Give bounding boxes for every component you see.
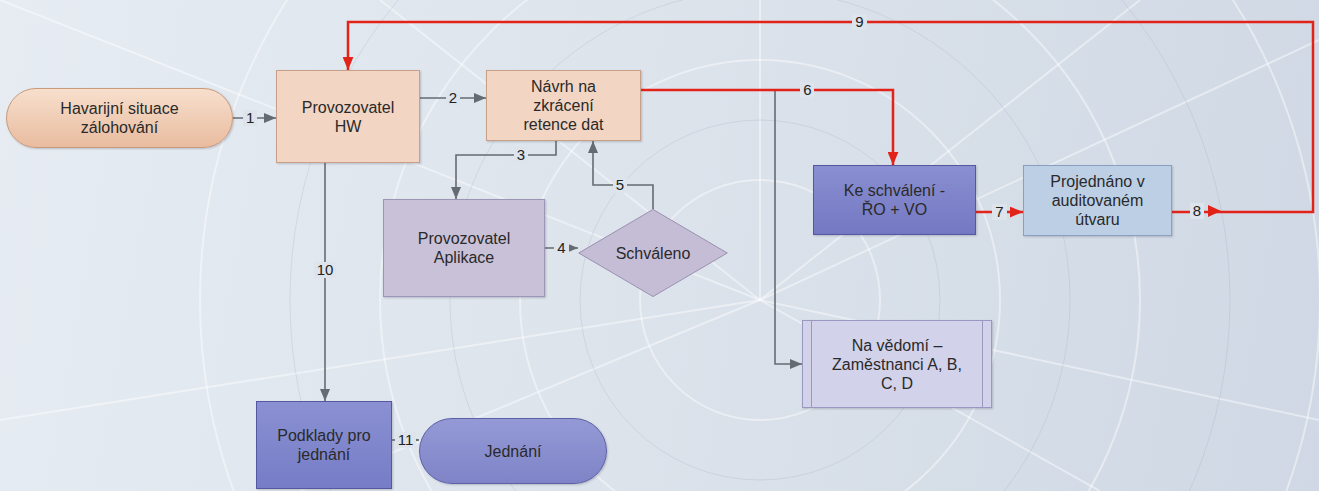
node-text: Ke schválení - ŘO + VO — [830, 181, 959, 219]
end-terminator: Jednání — [419, 418, 607, 484]
process-box: Provozovatel HW — [276, 70, 420, 163]
callout-number: 6 — [800, 82, 814, 98]
node-text: Na vědomí – Zaměstnanci A, B, C, D — [825, 336, 969, 393]
process-box: Provozovatel Aplikace — [383, 199, 545, 297]
callout-number: 3 — [514, 147, 528, 163]
flow-connector — [324, 163, 326, 401]
node-text: Provozovatel HW — [291, 98, 405, 136]
text-wrap: Podklady pro jednání — [269, 426, 379, 464]
process-box: Podklady pro jednání — [256, 401, 392, 489]
start-terminator: Havarijní situace zálohování — [6, 88, 233, 148]
callout-number: 2 — [446, 90, 460, 106]
node-text: Návrh na zkrácení retence dat — [513, 77, 614, 134]
decision-diamond: Schváleno — [578, 209, 728, 297]
process-box: Projednáno v auditovaném útvaru — [1023, 165, 1172, 236]
node-text: Schváleno — [616, 244, 691, 263]
subprocess-bar — [982, 321, 983, 407]
node-text: Provozovatel Aplikace — [398, 229, 530, 267]
callout-number: 4 — [554, 240, 568, 256]
text-wrap: Havarijní situace zálohování — [33, 99, 206, 137]
text-wrap: Ke schválení - ŘO + VO — [830, 181, 959, 219]
callout-number: 10 — [314, 262, 337, 278]
callout-number: 8 — [1190, 203, 1204, 219]
text-wrap: Schváleno — [616, 244, 691, 263]
flow-connector — [456, 141, 556, 199]
process-box: Návrh na zkrácení retence dat — [486, 70, 641, 141]
subprocess-box: Na vědomí – Zaměstnanci A, B, C, D — [802, 320, 992, 408]
callout-number: 7 — [992, 204, 1006, 220]
node-text: Projednáno v auditovaném útvaru — [1038, 172, 1157, 229]
text-wrap: Jednání — [485, 442, 542, 461]
node-text: Jednání — [485, 442, 542, 461]
callout-number: 11 — [395, 432, 417, 448]
callout-number: 5 — [613, 177, 627, 193]
node-text: Podklady pro jednání — [269, 426, 379, 464]
text-wrap: Provozovatel Aplikace — [398, 229, 530, 267]
flow-connector — [593, 141, 653, 209]
approval-connector — [641, 90, 893, 165]
callout-number: 9 — [852, 14, 866, 30]
approval-box: Ke schválení - ŘO + VO — [813, 165, 976, 235]
subprocess-bar — [811, 321, 812, 407]
text-wrap: Na vědomí – Zaměstnanci A, B, C, D — [825, 336, 969, 393]
node-text: Havarijní situace zálohování — [33, 99, 206, 137]
text-wrap: Návrh na zkrácení retence dat — [513, 77, 614, 134]
callout-number: 1 — [243, 110, 257, 126]
text-wrap: Projednáno v auditovaném útvaru — [1038, 172, 1157, 229]
text-wrap: Provozovatel HW — [291, 98, 405, 136]
